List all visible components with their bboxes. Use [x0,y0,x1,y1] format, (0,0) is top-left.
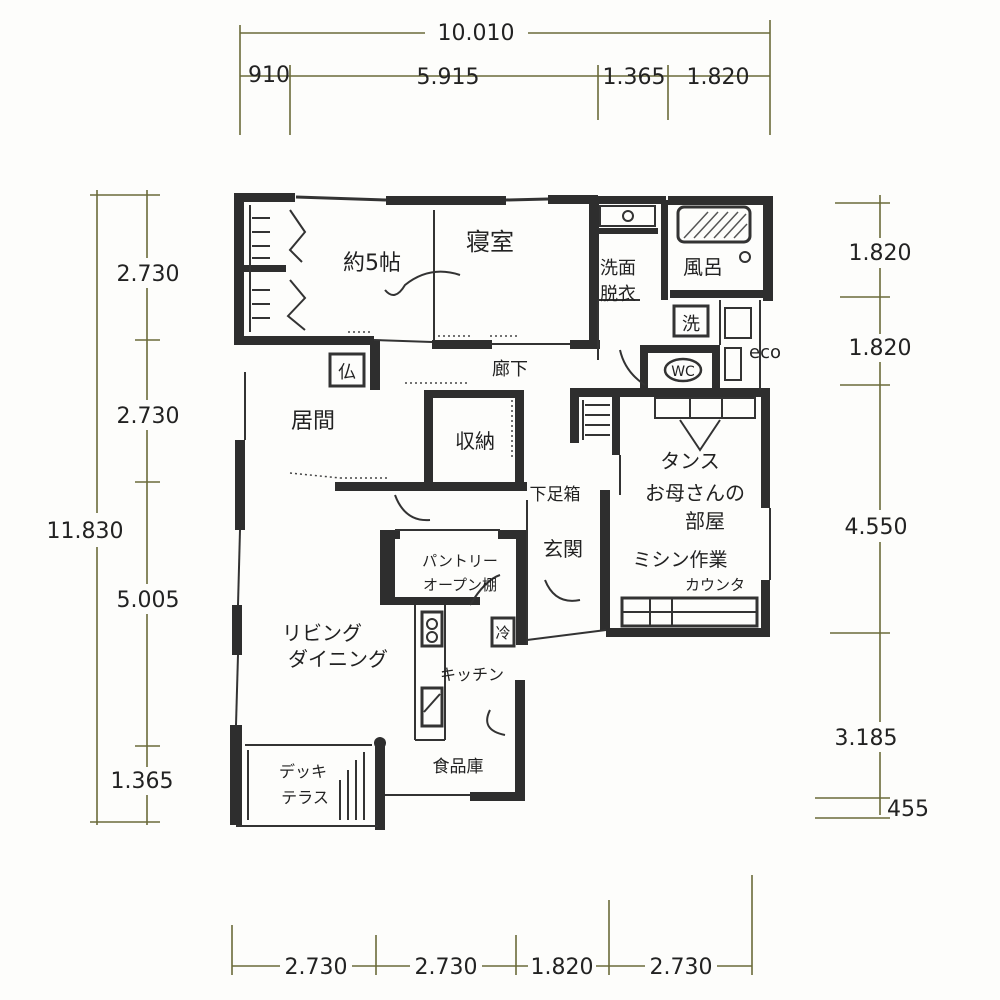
label-washroom-1: 洗面 [600,258,636,279]
label-kitchen: キッチン [440,665,504,684]
dim-right-5: 455 [887,797,929,822]
label-mother-room-2: 部屋 [685,509,725,533]
label-entrance: 玄関 [543,537,583,561]
washroom-sink [599,205,656,227]
room-labels: 寝室 約5帖 居間 仏 廊下 収納 洗面 脱衣 風呂 洗 WC eco タンス … [279,228,781,807]
label-pantry-1: パントリー [422,552,498,570]
label-bedroom: 寝室 [466,228,514,256]
label-altar: 仏 [338,362,356,383]
dim-left-1: 2.730 [117,262,180,287]
dim-left-3: 5.005 [117,588,180,613]
bottom-dimensions: 2.730 2.730 1.820 2.730 [231,875,753,982]
walls [230,193,773,830]
dim-top-total: 10.010 [438,21,515,46]
label-fridge: 冷 [495,624,510,642]
bedroom-arrow [384,270,461,296]
dim-bottom-4: 2.730 [650,955,713,980]
label-storage: 収納 [455,429,495,453]
left-dimensions: 11.830 2.730 2.730 5.005 1.365 [40,190,186,825]
dim-left-4: 1.365 [111,769,174,794]
label-sewing-1: ミシン作業 [632,549,727,571]
label-about-5: 約5帖 [343,251,401,276]
dim-left-2: 2.730 [117,404,180,429]
label-pantry-2: オープン棚 [423,576,497,594]
label-mother-room-1: お母さんの [645,481,745,505]
label-living-2: ダイニング [288,647,388,671]
dim-top-1: 910 [248,63,290,88]
deck-slats [247,750,365,820]
dim-bottom-1: 2.730 [285,955,348,980]
dim-bottom-3: 1.820 [531,955,594,980]
label-living-1: リビング [282,621,362,645]
right-dimensions: 1.820 1.820 4.550 3.185 455 [815,195,929,822]
top-dimensions: 10.010 910 5.915 1.365 1.820 [239,20,771,135]
label-deck-2: テラス [281,788,329,807]
label-washer: 洗 [682,314,700,335]
label-eco: eco [749,342,781,363]
dim-top-4: 1.820 [687,65,750,90]
dim-right-4: 3.185 [835,726,898,751]
closet-shelves [249,205,307,332]
altar-box [328,352,366,388]
dim-bottom-2: 2.730 [415,955,478,980]
sewing-counter [620,596,759,628]
label-bath: 風呂 [683,255,723,279]
label-hallway: 廊下 [492,359,528,380]
kitchen-fixtures [420,610,516,728]
dim-left-total: 11.830 [47,519,124,544]
dim-top-3: 1.365 [603,65,666,90]
label-sewing-2: カウンタ [685,576,745,594]
door-hatches [289,331,520,479]
dim-right-3: 4.550 [845,515,908,540]
mother-room-shelf [582,397,756,452]
appliances [663,304,752,383]
dim-top-2: 5.915 [417,65,480,90]
door-swings [394,349,646,736]
label-wardrobe: タンス [660,449,720,473]
label-wc: WC [671,364,695,380]
label-shoe-box: 下足箱 [530,485,581,505]
label-deck-1: デッキ [279,762,327,781]
bathtub [676,205,752,263]
label-japanese-room: 居間 [291,409,335,434]
dim-right-2: 1.820 [849,336,912,361]
partitions [235,195,771,827]
label-washroom-2: 脱衣 [600,284,636,305]
label-pantry-store: 食品庫 [433,757,484,777]
dim-right-1: 1.820 [849,241,912,266]
